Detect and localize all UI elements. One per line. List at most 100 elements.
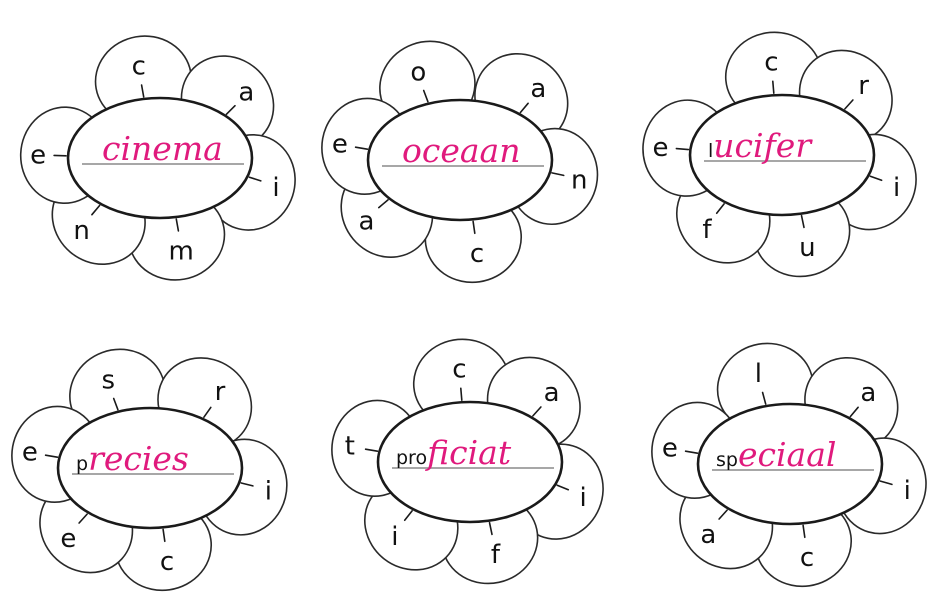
petal-tick: [844, 99, 854, 110]
petal-letter: e: [662, 434, 678, 464]
petal-letter: i: [391, 522, 398, 552]
flower-word: proficiat: [396, 433, 512, 472]
petal-letter: c: [470, 239, 484, 269]
petal-tick: [761, 391, 767, 405]
petal-letter: f: [491, 540, 501, 570]
petal-tick: [44, 454, 59, 459]
word-prefix: l: [708, 140, 713, 162]
flower-word: precies: [76, 439, 189, 478]
petal-tick: [849, 406, 859, 418]
petal-tick: [175, 218, 180, 232]
petal-tick: [225, 104, 236, 115]
flower-word: oceaan: [402, 131, 520, 170]
petal-tick: [364, 448, 379, 453]
petal-tick: [240, 482, 254, 487]
flower-center: [376, 400, 564, 524]
flower-3: c r i u f e lucifer: [642, 31, 917, 278]
flower-6: l a i c a e speciaal: [651, 342, 927, 588]
petal-letter: e: [653, 133, 669, 163]
petal-letter: a: [238, 78, 254, 108]
handwritten-word: ficiat: [424, 433, 512, 472]
petal-tick: [556, 484, 570, 491]
flower-word: speciaal: [716, 435, 836, 474]
petal-tick: [800, 214, 805, 229]
flower-2: o a n c a e oceaan: [321, 40, 599, 284]
petal-letter: i: [265, 477, 272, 507]
petal-letter: i: [579, 483, 586, 513]
word-prefix: p: [76, 453, 88, 475]
flower-1: c a i m n e cinema: [19, 35, 296, 281]
word-prefix: pro: [396, 447, 427, 469]
petal-letter: e: [332, 130, 348, 160]
petal-letter: a: [544, 378, 560, 408]
petal-letter: l: [755, 359, 762, 389]
flower-center: [66, 96, 254, 220]
petal-letter: s: [102, 366, 116, 396]
petal-letter: o: [410, 58, 426, 88]
flower-center: [696, 402, 884, 526]
flower-4: s r i c e e precies: [11, 348, 288, 592]
petal-letter: c: [452, 354, 466, 384]
flower-5: c a i f i t proficiat: [331, 338, 604, 585]
petal-tick: [675, 147, 690, 151]
petal-tick: [203, 406, 212, 419]
flower-word: lucifer: [708, 126, 813, 165]
petal-letter: f: [702, 215, 712, 245]
handwritten-word: oceaan: [402, 131, 520, 170]
petal-tick: [532, 406, 542, 417]
petal-letter: c: [764, 47, 778, 77]
handwritten-word: recies: [88, 439, 189, 478]
petal-letter: c: [132, 51, 146, 81]
flower-center: [56, 406, 244, 530]
petal-tick: [354, 146, 369, 150]
petal-letter: i: [893, 173, 900, 203]
petal-letter: r: [858, 71, 869, 101]
petal-tick: [377, 199, 389, 209]
petal-tick: [422, 89, 429, 103]
petal-letter: e: [22, 438, 38, 468]
handwritten-word: ucifer: [713, 126, 813, 165]
petal-letter: n: [73, 216, 89, 246]
petal-tick: [718, 509, 728, 520]
petal-tick: [715, 203, 725, 215]
petal-letter: m: [169, 237, 194, 267]
petal-letter: r: [215, 377, 226, 407]
petal-tick: [403, 510, 413, 522]
petal-tick: [78, 513, 88, 524]
petal-letter: e: [30, 141, 46, 171]
petal-tick: [551, 172, 565, 177]
petal-tick: [140, 84, 145, 98]
petal-letter: e: [60, 524, 76, 554]
petal-letter: a: [530, 74, 546, 104]
petal-letter: a: [359, 206, 375, 236]
petal-tick: [684, 450, 699, 455]
petal-tick: [162, 528, 166, 543]
petal-tick: [472, 220, 476, 235]
handwritten-word: cinema: [102, 129, 223, 168]
petal-letter: c: [160, 547, 174, 577]
petal-letter: c: [800, 543, 814, 573]
petal-tick: [248, 176, 262, 182]
petal-letter: a: [700, 520, 716, 550]
petal-tick: [771, 80, 775, 94]
flower-center: [366, 98, 554, 222]
word-prefix: sp: [716, 449, 738, 471]
petal-letter: a: [860, 378, 876, 408]
petal-letter: i: [904, 476, 911, 506]
petal-tick: [869, 175, 883, 182]
petal-letter: u: [799, 233, 815, 263]
petal-tick: [459, 387, 463, 402]
petal-letter: i: [272, 173, 279, 203]
petal-letter: n: [571, 166, 587, 196]
petal-tick: [91, 204, 101, 216]
flower-center: [688, 93, 876, 217]
handwritten-word: eciaal: [738, 435, 836, 474]
petal-tick: [879, 480, 893, 486]
petal-tick: [112, 397, 119, 411]
petal-tick: [519, 102, 529, 114]
petal-tick: [802, 524, 806, 539]
petal-tick: [488, 521, 493, 536]
petal-letter: t: [345, 432, 355, 462]
flower-word: cinema: [102, 129, 223, 168]
